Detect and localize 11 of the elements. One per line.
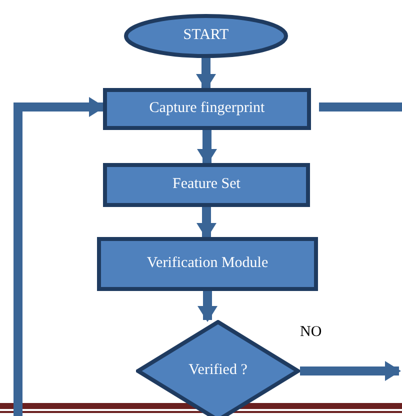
arrow xyxy=(14,97,105,416)
start-ellipse: START xyxy=(124,14,288,58)
process-box: Capture fingerprint xyxy=(103,88,311,130)
arrow xyxy=(300,361,401,381)
arrow xyxy=(196,58,216,90)
arrow xyxy=(196,207,216,239)
process-box: Feature Set xyxy=(103,163,310,207)
arrow xyxy=(198,291,218,322)
arrow xyxy=(197,130,217,165)
process-box: Verification Module xyxy=(97,237,318,291)
decision-diamond: Verified ? xyxy=(136,320,300,416)
